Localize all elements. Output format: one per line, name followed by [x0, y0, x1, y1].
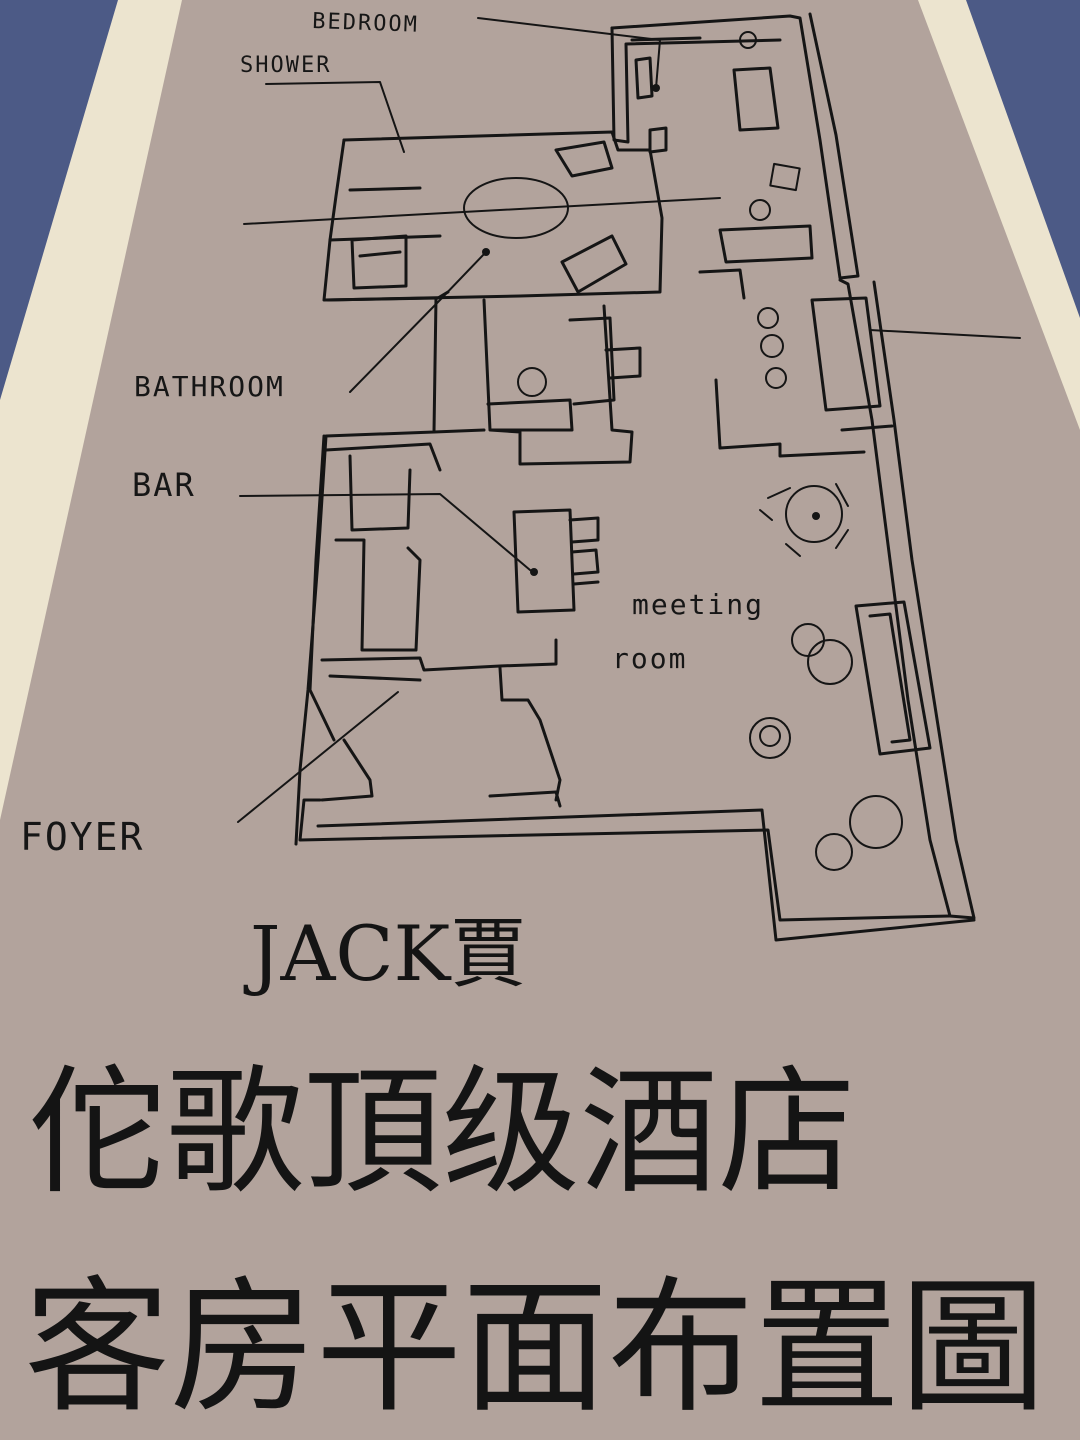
plan-walls — [294, 12, 976, 942]
label-bar: BAR — [132, 466, 196, 504]
plan-furniture — [463, 31, 903, 871]
label-bathroom: BATHROOM — [134, 370, 285, 403]
signature: JACK賈 — [243, 909, 526, 998]
label-dots — [482, 84, 820, 576]
title-line-1: 佗歌頂级酒店 — [28, 1052, 856, 1213]
label-foyer: FOYER — [20, 815, 144, 859]
label-bedroom: BEDROOM — [312, 9, 420, 38]
label-room: room — [612, 642, 687, 675]
label-shower: SHOWER — [240, 53, 331, 78]
title-line-2: 客房平面布置圖 — [24, 1263, 1046, 1433]
label-meeting: meeting — [632, 588, 764, 621]
label-leaders — [237, 17, 1021, 823]
